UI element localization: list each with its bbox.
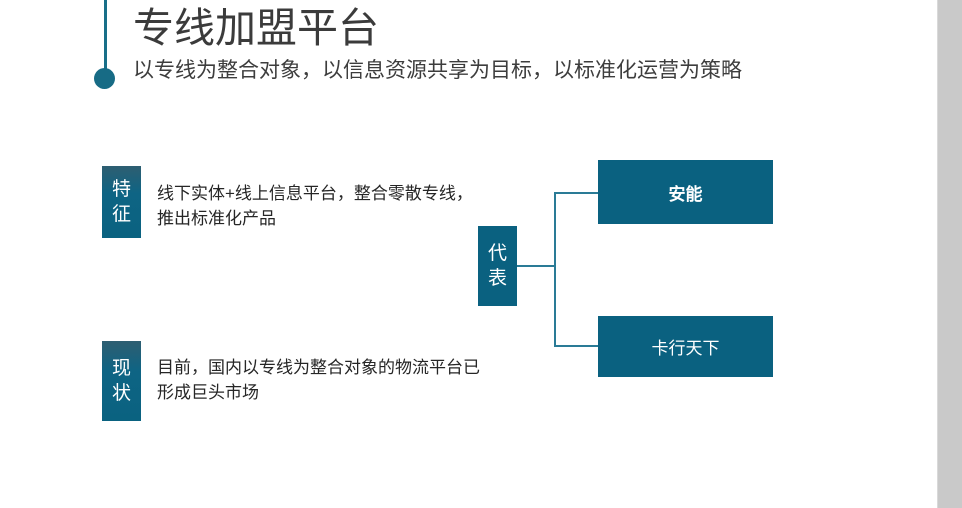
root-char-1: 代	[487, 243, 507, 264]
connector-branch-bottom	[554, 345, 599, 347]
connector-branch-top	[554, 192, 599, 194]
row-text-feature: 线下实体+线上信息平台，整合零散专线，推出标准化产品	[157, 184, 473, 228]
page-title: 专线加盟平台	[133, 5, 379, 51]
tag-char-2: 征	[111, 204, 131, 225]
connector-root-stub	[517, 265, 555, 267]
connector-trunk	[554, 192, 556, 347]
tag-char-1: 现	[111, 358, 131, 379]
slide-edge-divider	[937, 0, 938, 508]
header-accent-line	[104, 0, 107, 70]
page-subtitle: 以专线为整合对象，以信息资源共享为目标，以标准化运营为策略	[133, 59, 742, 82]
tag-char-1: 特	[111, 179, 131, 200]
diagram-node-anneng: 安能	[598, 160, 773, 224]
slide-edge-band	[938, 0, 962, 508]
tag-badge-feature: 特 征	[102, 166, 141, 238]
row-text-status: 目前，国内以专线为整合对象的物流平台已形成巨头市场	[157, 358, 480, 402]
diagram-node-kaxing: 卡行天下	[598, 316, 773, 377]
root-char-2: 表	[487, 268, 507, 289]
tag-badge-status: 现 状	[102, 341, 141, 421]
diagram-root-node: 代 表	[478, 226, 517, 306]
tag-char-2: 状	[111, 383, 131, 404]
header-accent-dot-icon	[94, 68, 115, 89]
